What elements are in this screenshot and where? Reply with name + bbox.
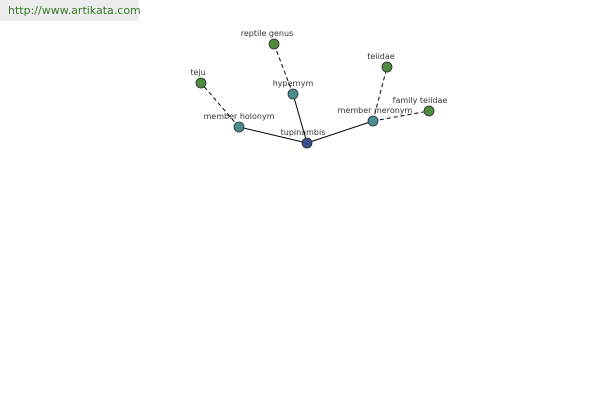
- edge-tupinambis-to-member-meronym: [306, 120, 374, 144]
- node-member-meronym[interactable]: [367, 115, 379, 127]
- node-family-teiidae[interactable]: [423, 105, 435, 117]
- label-teiidae[interactable]: teiidae: [367, 52, 394, 61]
- node-member-holonym[interactable]: [233, 121, 245, 133]
- label-family-teiidae[interactable]: family teiidae: [393, 96, 448, 105]
- label-reptile-genus[interactable]: reptile genus: [241, 29, 293, 38]
- label-teju[interactable]: teju: [190, 68, 205, 77]
- label-hypernym[interactable]: hypernym: [273, 79, 314, 88]
- node-tupinambis[interactable]: [301, 137, 313, 149]
- node-hypernym[interactable]: [287, 88, 299, 100]
- nodes-layer: [195, 38, 435, 149]
- edge-tupinambis-to-member-holonym: [238, 126, 308, 144]
- node-teju[interactable]: [195, 77, 207, 89]
- edge-member-meronym-to-family-teiidae: [372, 110, 430, 122]
- labels-layer: tupinambis member holonym hypernym member m…: [190, 29, 447, 137]
- edge-tupinambis-to-hypernym: [292, 93, 308, 144]
- edge-member-meronym-to-teiidae: [372, 66, 388, 122]
- edge-member-holonym-to-teju: [200, 82, 240, 128]
- edges-layer: [200, 43, 430, 144]
- label-member-holonym[interactable]: member holonym: [203, 112, 274, 121]
- edge-hypernym-to-reptile-genus: [273, 43, 294, 95]
- node-reptile-genus[interactable]: [268, 38, 280, 50]
- source-link[interactable]: http://www.artikata.com: [8, 4, 141, 17]
- label-tupinambis[interactable]: tupinambis: [281, 128, 326, 137]
- node-teiidae[interactable]: [381, 61, 393, 73]
- label-member-meronym[interactable]: member meronym: [338, 106, 413, 115]
- source-banner: http://www.artikata.com: [0, 0, 141, 21]
